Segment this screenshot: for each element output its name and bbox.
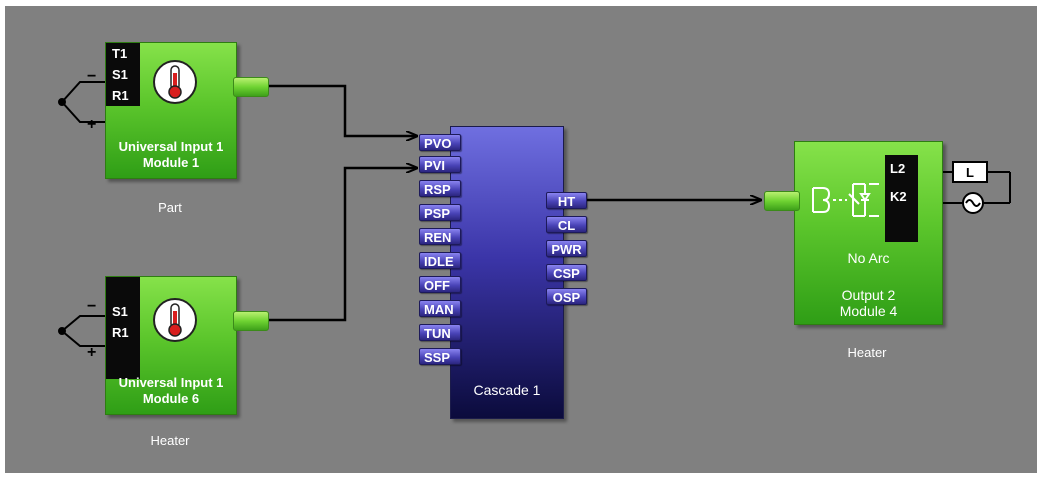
wire-input2-to-pvi: [267, 168, 417, 322]
pin-csp[interactable]: CSP: [546, 264, 587, 281]
input-2-output-connector[interactable]: [233, 311, 269, 331]
thermometer-icon: [153, 298, 197, 342]
cascade-block-name: Cascade 1: [473, 382, 541, 398]
pin-pvi[interactable]: PVI: [419, 156, 461, 173]
thermocouple-1-icon: [58, 81, 105, 123]
cascade-block[interactable]: Cascade 1: [450, 126, 564, 419]
function-block-canvas: L T1 S1 R1 Universal Input 1 Module 1 − …: [5, 6, 1037, 473]
input-1-module-number: Module 1: [142, 155, 200, 170]
pin-pwr[interactable]: PWR: [546, 240, 587, 257]
terminal-t1: T1: [112, 46, 128, 61]
terminal-l2: L2: [890, 161, 906, 176]
input-module-2[interactable]: S1 R1 Universal Input 1 Module 6: [105, 276, 237, 415]
relay-switch-icon: [812, 183, 879, 217]
input-module-1[interactable]: T1 S1 R1 Universal Input 1 Module 1: [105, 42, 237, 179]
input-2-module-number: Module 6: [142, 391, 200, 406]
pin-cl[interactable]: CL: [546, 216, 587, 233]
output-module-number: Module 4: [839, 303, 898, 319]
input-2-minus-sign: −: [87, 298, 97, 315]
output-module[interactable]: L2 K2 No Arc Output 2 Module 4: [794, 141, 943, 325]
pin-ssp[interactable]: SSP: [419, 348, 461, 365]
output-input-connector[interactable]: [764, 191, 800, 211]
input-2-plus-sign: +: [87, 344, 97, 361]
terminal-r1: R1: [112, 325, 129, 340]
load-label: L: [966, 165, 974, 180]
pin-off[interactable]: OFF: [419, 276, 461, 293]
wire-input1-to-pvo: [267, 84, 417, 136]
pin-ht[interactable]: HT: [546, 192, 587, 209]
input-1-terminal-block: T1 S1 R1: [106, 43, 140, 106]
output-terminal-block: L2 K2: [885, 155, 918, 242]
thermometer-icon: [153, 60, 197, 104]
pin-pvo[interactable]: PVO: [419, 134, 461, 151]
pin-idle[interactable]: IDLE: [419, 252, 461, 269]
pin-psp[interactable]: PSP: [419, 204, 461, 221]
input-1-output-connector[interactable]: [233, 77, 269, 97]
pin-ren[interactable]: REN: [419, 228, 461, 245]
input-2-terminal-block: S1 R1: [106, 277, 140, 379]
input-1-plus-sign: +: [87, 116, 97, 133]
pin-osp[interactable]: OSP: [546, 288, 587, 305]
output-mode-label: No Arc: [847, 250, 890, 266]
pin-rsp[interactable]: RSP: [419, 180, 461, 197]
input-2-name: Heater: [150, 433, 190, 448]
pin-man[interactable]: MAN: [419, 300, 461, 317]
output-module-type: Output 2: [841, 287, 896, 303]
input-1-name: Part: [158, 200, 182, 215]
output-name: Heater: [847, 345, 887, 360]
terminal-s1: S1: [112, 304, 128, 319]
terminal-r1: R1: [112, 88, 129, 103]
input-2-module-type: Universal Input 1: [118, 375, 224, 390]
pin-tun[interactable]: TUN: [419, 324, 461, 341]
thermocouple-2-icon: [58, 315, 105, 347]
input-1-minus-sign: −: [87, 68, 97, 85]
input-1-module-type: Universal Input 1: [118, 139, 224, 154]
terminal-s1: S1: [112, 67, 128, 82]
terminal-k2: K2: [890, 189, 907, 204]
